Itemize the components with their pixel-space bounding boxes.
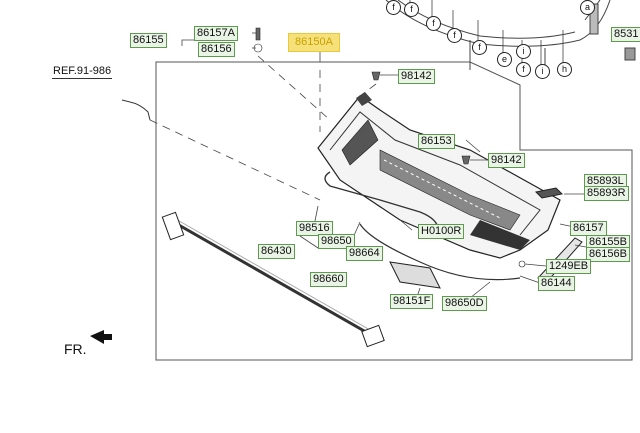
front-direction-label: FR. xyxy=(64,341,87,357)
dashed-leaders xyxy=(149,55,377,201)
cowl-top-cover xyxy=(317,92,561,259)
part-label-98650d[interactable]: 98650D xyxy=(442,296,487,311)
ref-wire xyxy=(121,99,151,121)
callout-circle: i xyxy=(516,44,531,59)
part-label-86156[interactable]: 86156 xyxy=(198,42,235,57)
part-label-98650[interactable]: 98650 xyxy=(318,234,355,249)
part-label-8531[interactable]: 8531 xyxy=(611,27,640,42)
part-label-1249eb[interactable]: 1249EB xyxy=(546,259,592,274)
front-arrow-icon xyxy=(90,330,112,344)
part-label-98142[interactable]: 98142 xyxy=(398,69,435,84)
part-label-85893r[interactable]: 85893R xyxy=(584,186,629,201)
part-label-86144[interactable]: 86144 xyxy=(538,276,575,291)
washer-hose-lower xyxy=(359,223,521,281)
part-label-86430[interactable]: 86430 xyxy=(258,244,295,259)
highlighted-part-label-86150a[interactable]: 86150A xyxy=(288,33,340,52)
part-label-98142[interactable]: 98142 xyxy=(488,153,525,168)
part-label-98151f[interactable]: 98151F xyxy=(390,294,434,309)
part-label-98664[interactable]: 98664 xyxy=(346,246,383,261)
callout-circle: f xyxy=(386,0,401,15)
callout-circle: a xyxy=(580,0,595,15)
callout-circle: h xyxy=(557,62,572,77)
part-label-98516[interactable]: 98516 xyxy=(296,221,333,236)
callout-circle: f xyxy=(426,16,441,31)
part-label-86156b[interactable]: 86156B xyxy=(586,247,630,262)
callout-circle: i xyxy=(535,64,550,79)
part-label-98660[interactable]: 98660 xyxy=(310,272,347,287)
callout-circle: f xyxy=(516,62,531,77)
callout-circle: f xyxy=(447,28,462,43)
assembly-frame xyxy=(155,61,633,361)
part-label-86157a[interactable]: 86157A xyxy=(194,26,238,41)
callout-circle: f xyxy=(404,2,419,17)
callout-circle: e xyxy=(497,52,512,67)
part-label-86157[interactable]: 86157 xyxy=(570,221,607,236)
bracket-98151f xyxy=(389,261,441,289)
part-label-86155[interactable]: 86155 xyxy=(130,33,167,48)
part-label-85893l[interactable]: 85893L xyxy=(584,174,627,189)
callout-circle: f xyxy=(472,40,487,55)
clips xyxy=(253,27,526,268)
connector-85893 xyxy=(534,187,564,199)
reference-label[interactable]: REF.91-986 xyxy=(52,65,113,79)
part-label-86153[interactable]: 86153 xyxy=(418,134,455,149)
cowl-seal-strip xyxy=(161,211,385,348)
part-label-h0100r[interactable]: H0100R xyxy=(418,224,465,239)
